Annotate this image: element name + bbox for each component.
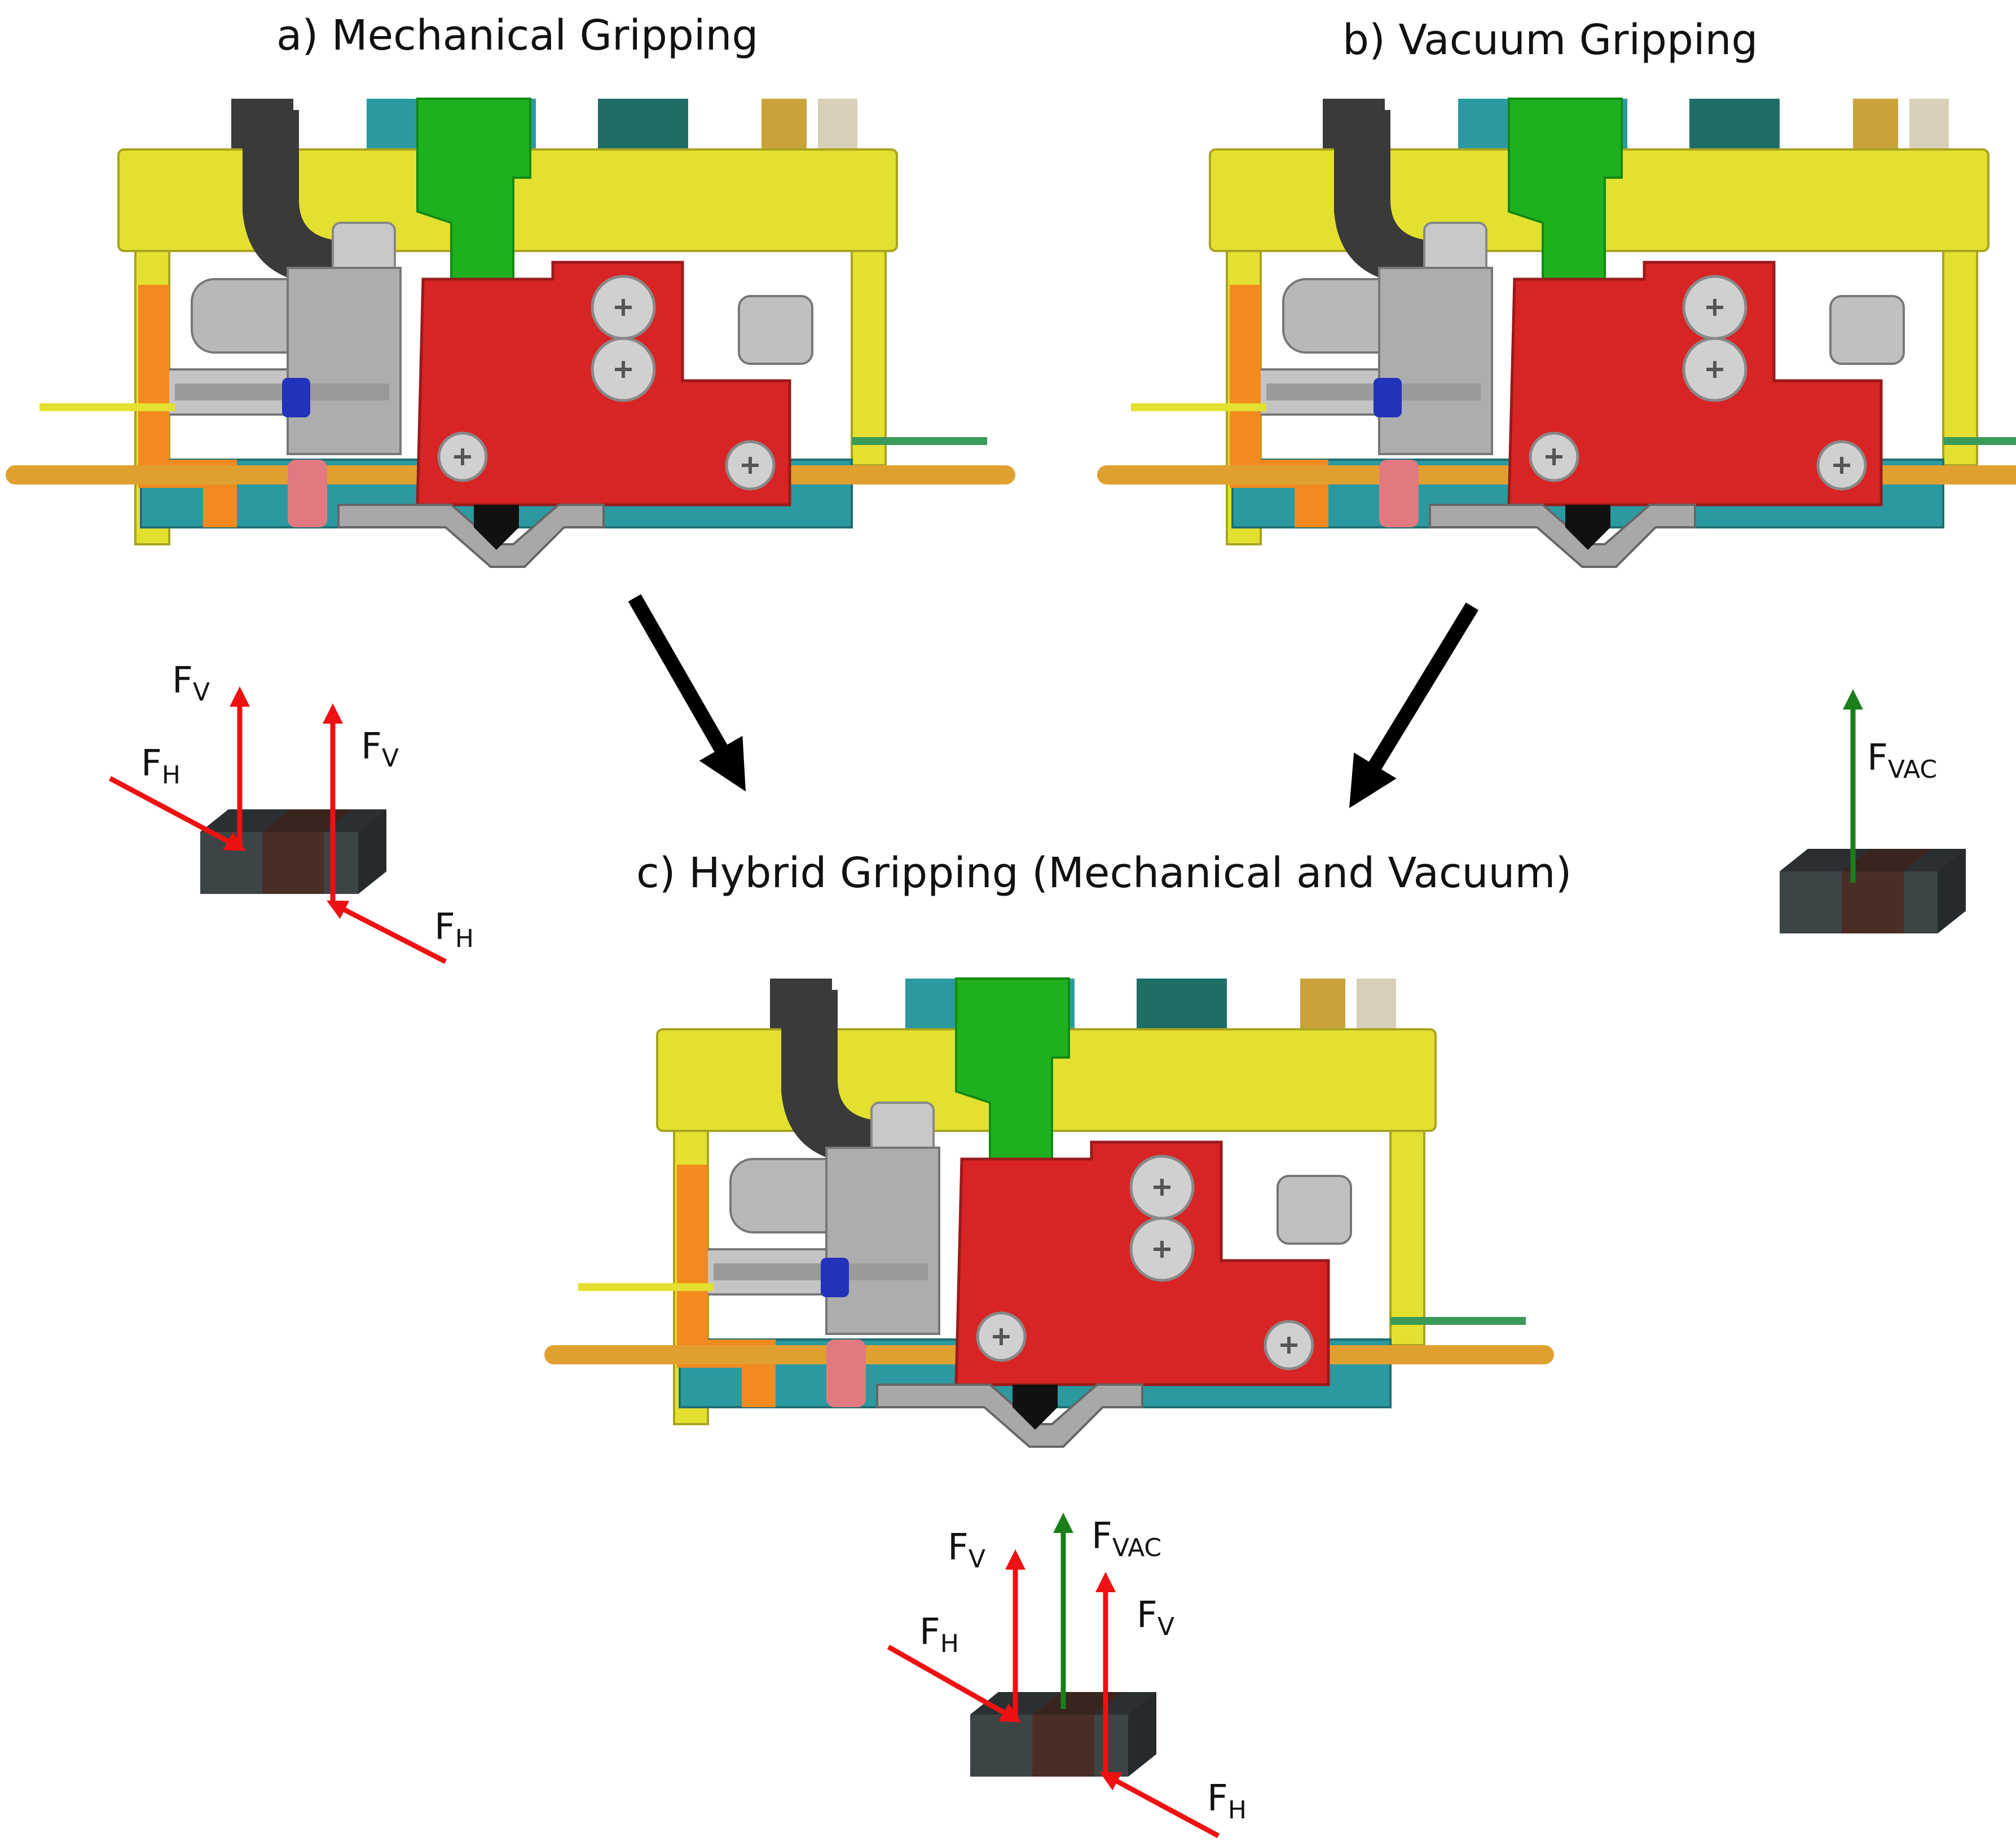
- panel-title-vacuum: b) Vacuum Gripping: [1342, 16, 1758, 64]
- label-fvac-c: FVAC: [1091, 1515, 1161, 1562]
- label-fv-right-c: FV: [1137, 1594, 1174, 1641]
- hybrid-force-diagram: FV FH FVAC FV FH: [887, 1513, 1247, 1838]
- panel-title-mechanical: a) Mechanical Gripping: [276, 11, 759, 60]
- label-fvac-b: FVAC: [1867, 737, 1937, 784]
- label-fh-right: FH: [434, 906, 474, 953]
- label-fv-right: FV: [361, 726, 399, 773]
- vacuum-gripper-render: [1097, 99, 2016, 567]
- force-arrow-fh-left-c: [887, 1645, 1022, 1722]
- panel-title-hybrid: c) Hybrid Gripping (Mechanical and Vacuu…: [636, 849, 1572, 897]
- flow-arrow-b-to-c: [1349, 602, 1479, 808]
- mechanical-gripper-render: [6, 99, 1015, 567]
- label-fv-left-c: FV: [948, 1527, 985, 1574]
- force-arrow-fh-right: [326, 900, 447, 964]
- hybrid-gripper-render: [544, 979, 1554, 1447]
- flow-arrow-a-to-c: [628, 594, 746, 792]
- label-fh-right-c: FH: [1207, 1778, 1247, 1825]
- label-fh-left: FH: [141, 743, 181, 790]
- smd-component-b: [1780, 849, 1966, 933]
- smd-component-a: [200, 809, 386, 894]
- label-fh-left-c: FH: [919, 1611, 959, 1658]
- force-arrow-fh-left: [108, 776, 246, 851]
- vacuum-force-diagram: FVAC: [1780, 689, 1966, 933]
- mechanical-force-diagram: FV FH FV FH: [108, 660, 474, 964]
- force-arrow-fh-right-c: [1099, 1772, 1220, 1838]
- label-fv-left: FV: [172, 660, 210, 707]
